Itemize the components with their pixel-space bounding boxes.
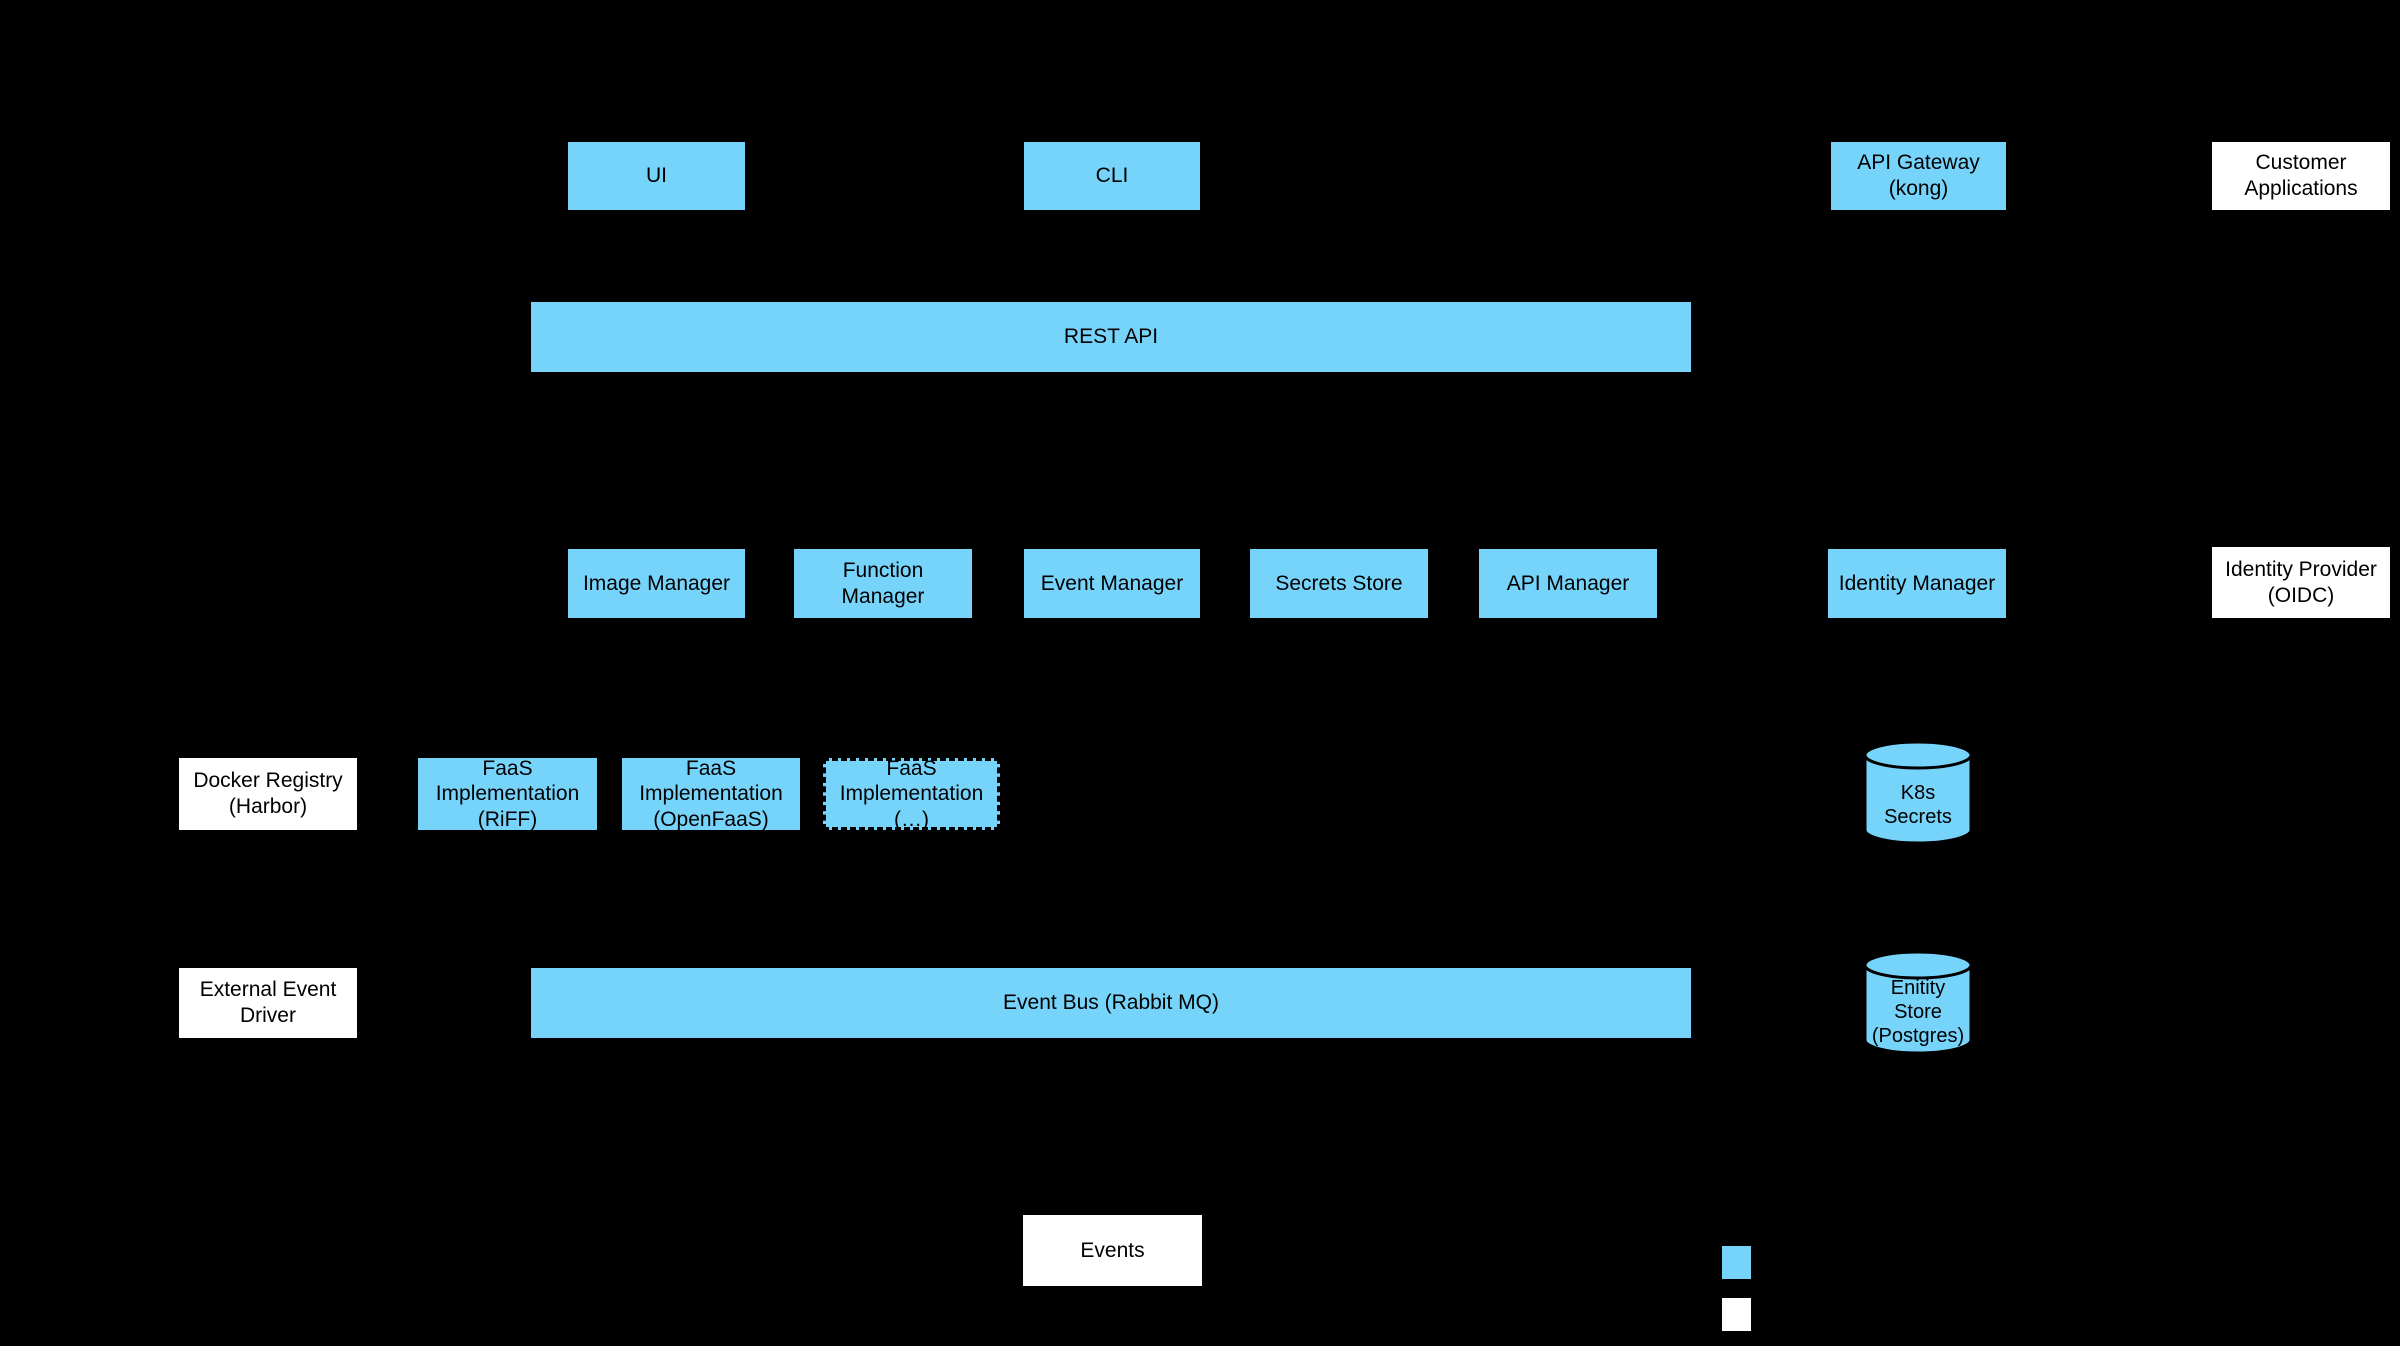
- node-event-manager: Event Manager: [1024, 549, 1200, 618]
- node-customer-applications: Customer Applications: [2212, 142, 2390, 210]
- node-faas-implementation-other: FaaS Implementation (…): [823, 757, 1000, 831]
- database-cylinder-icon: [1863, 951, 1973, 1055]
- legend-swatch-white: [1722, 1298, 1751, 1331]
- node-faas-implementation-riff: FaaS Implementation (RiFF): [418, 757, 597, 831]
- node-api-manager: API Manager: [1479, 549, 1657, 618]
- node-image-manager: Image Manager: [568, 549, 745, 618]
- legend-swatch-blue: [1722, 1246, 1751, 1279]
- node-entity-store-label: Enitity Store (Postgres): [1871, 977, 1965, 1047]
- node-cli: CLI: [1024, 142, 1200, 210]
- node-identity-manager: Identity Manager: [1828, 549, 2006, 618]
- node-api-gateway: API Gateway (kong): [1831, 142, 2006, 210]
- node-external-event-driver: External Event Driver: [179, 968, 357, 1038]
- node-secrets-store: Secrets Store: [1250, 549, 1428, 618]
- node-rest-api: REST API: [531, 302, 1691, 372]
- node-function-manager: Function Manager: [794, 549, 972, 618]
- node-k8s-secrets-label: K8s Secrets: [1884, 781, 1952, 828]
- node-docker-registry: Docker Registry (Harbor): [179, 758, 357, 830]
- database-cylinder-icon: [1863, 741, 1973, 845]
- node-events: Events: [1023, 1215, 1202, 1286]
- node-k8s-secrets: K8s Secrets: [1863, 741, 1973, 845]
- node-event-bus: Event Bus (Rabbit MQ): [531, 968, 1691, 1038]
- node-faas-implementation-openfaas: FaaS Implementation (OpenFaaS): [622, 757, 800, 831]
- node-identity-provider: Identity Provider (OIDC): [2212, 547, 2390, 618]
- node-entity-store: Enitity Store (Postgres): [1863, 951, 1973, 1055]
- node-ui: UI: [568, 142, 745, 210]
